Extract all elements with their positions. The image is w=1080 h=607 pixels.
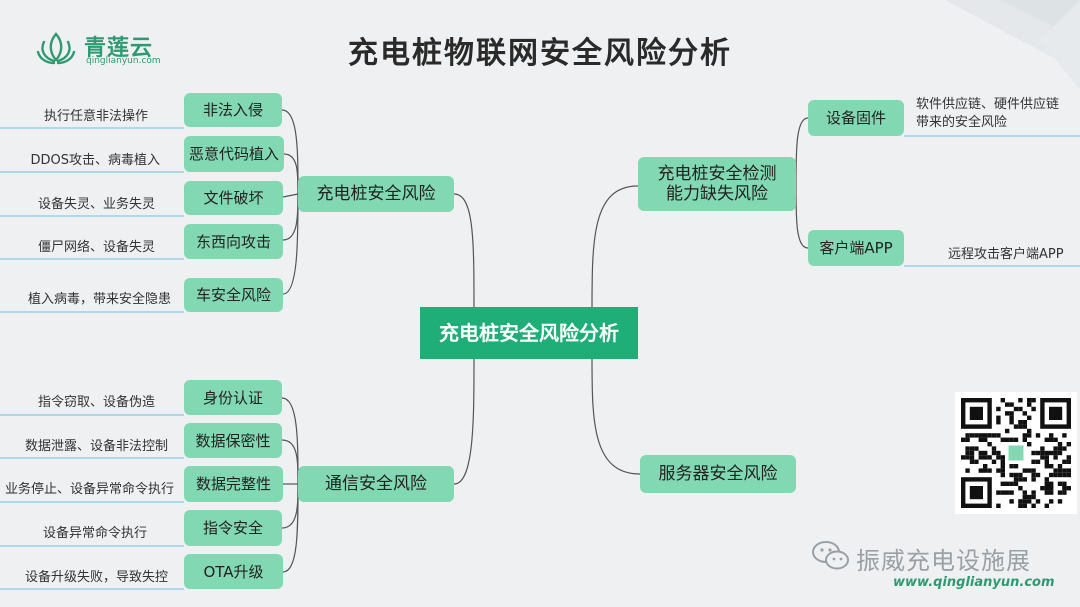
comm-item-ota: OTA升级 — [184, 554, 283, 589]
detect-item-firmware: 设备固件 — [808, 100, 904, 136]
comm-leaf-0: 指令窃取、设备伪造 — [37, 395, 155, 410]
comm-leaf-3: 设备异常命令执行 — [42, 526, 147, 541]
comm-leaf-4: 设备升级失败，导致失控 — [24, 570, 168, 585]
brand-name: 青莲云 — [84, 36, 154, 61]
comm-leaf-1: 数据泄露、设备非法控制 — [24, 439, 168, 454]
device-leaf-3: 僵尸网络、设备失灵 — [37, 240, 155, 255]
lotus-logo-icon — [36, 32, 76, 65]
wechat-icon — [812, 541, 849, 570]
comm-item-auth: 身份认证 — [184, 380, 282, 415]
watermark-url: www.qinglianyun.com — [893, 575, 1055, 590]
qr-code — [955, 392, 1077, 514]
qr-code-icon — [961, 398, 1071, 508]
branch-server-risk: 服务器安全风险 — [640, 455, 796, 493]
page-title: 充电桩物联网安全风险分析 — [348, 36, 732, 71]
comm-item-command-security: 指令安全 — [184, 510, 282, 546]
branch-comm-risk: 通信安全风险 — [298, 466, 454, 502]
detect-leaf-0-line2: 带来的安全风险 — [916, 115, 1008, 131]
detect-leaf-0-line1: 软件供应链、硬件供应链 — [916, 97, 1060, 112]
device-item-file-damage: 文件破坏 — [184, 181, 283, 215]
device-leaf-1: DDOS攻击、病毒植入 — [30, 153, 160, 168]
device-item-illegal-intrusion: 非法入侵 — [184, 93, 282, 127]
detect-leaf-1: 远程攻击客户端APP — [948, 247, 1064, 262]
center-node: 充电桩安全风险分析 — [420, 307, 638, 359]
device-item-malicious-code: 恶意代码植入 — [184, 136, 284, 172]
comm-item-integrity: 数据完整性 — [184, 466, 283, 502]
detect-leaf-0: 软件供应链、硬件供应链 带来的安全风险 — [916, 96, 1059, 132]
branch-device-risk: 充电桩安全风险 — [298, 176, 454, 212]
comm-item-confidentiality: 数据保密性 — [184, 423, 282, 458]
device-leaf-4: 植入病毒，带来安全隐患 — [27, 292, 171, 307]
device-leaf-2: 设备失灵、业务失灵 — [37, 197, 155, 212]
branch-detect-label-line1: 充电桩安全检测 — [657, 163, 777, 184]
branch-detect-risk: 充电桩安全检测 能力缺失风险 — [638, 157, 796, 211]
detect-item-client-app: 客户端APP — [808, 230, 904, 266]
brand-logo: 青莲云 qinglianyun.com — [36, 28, 166, 70]
device-item-vehicle-risk: 车安全风险 — [184, 278, 283, 312]
branch-detect-label-line2: 能力缺失风险 — [666, 184, 768, 204]
brand-url: qinglianyun.com — [86, 56, 161, 66]
device-leaf-0: 执行任意非法操作 — [43, 109, 148, 124]
watermark-text: 振威充电设施展 — [856, 547, 1031, 575]
device-item-east-west-attack: 东西向攻击 — [184, 224, 283, 259]
comm-leaf-2: 业务停止、设备异常命令执行 — [4, 482, 174, 497]
